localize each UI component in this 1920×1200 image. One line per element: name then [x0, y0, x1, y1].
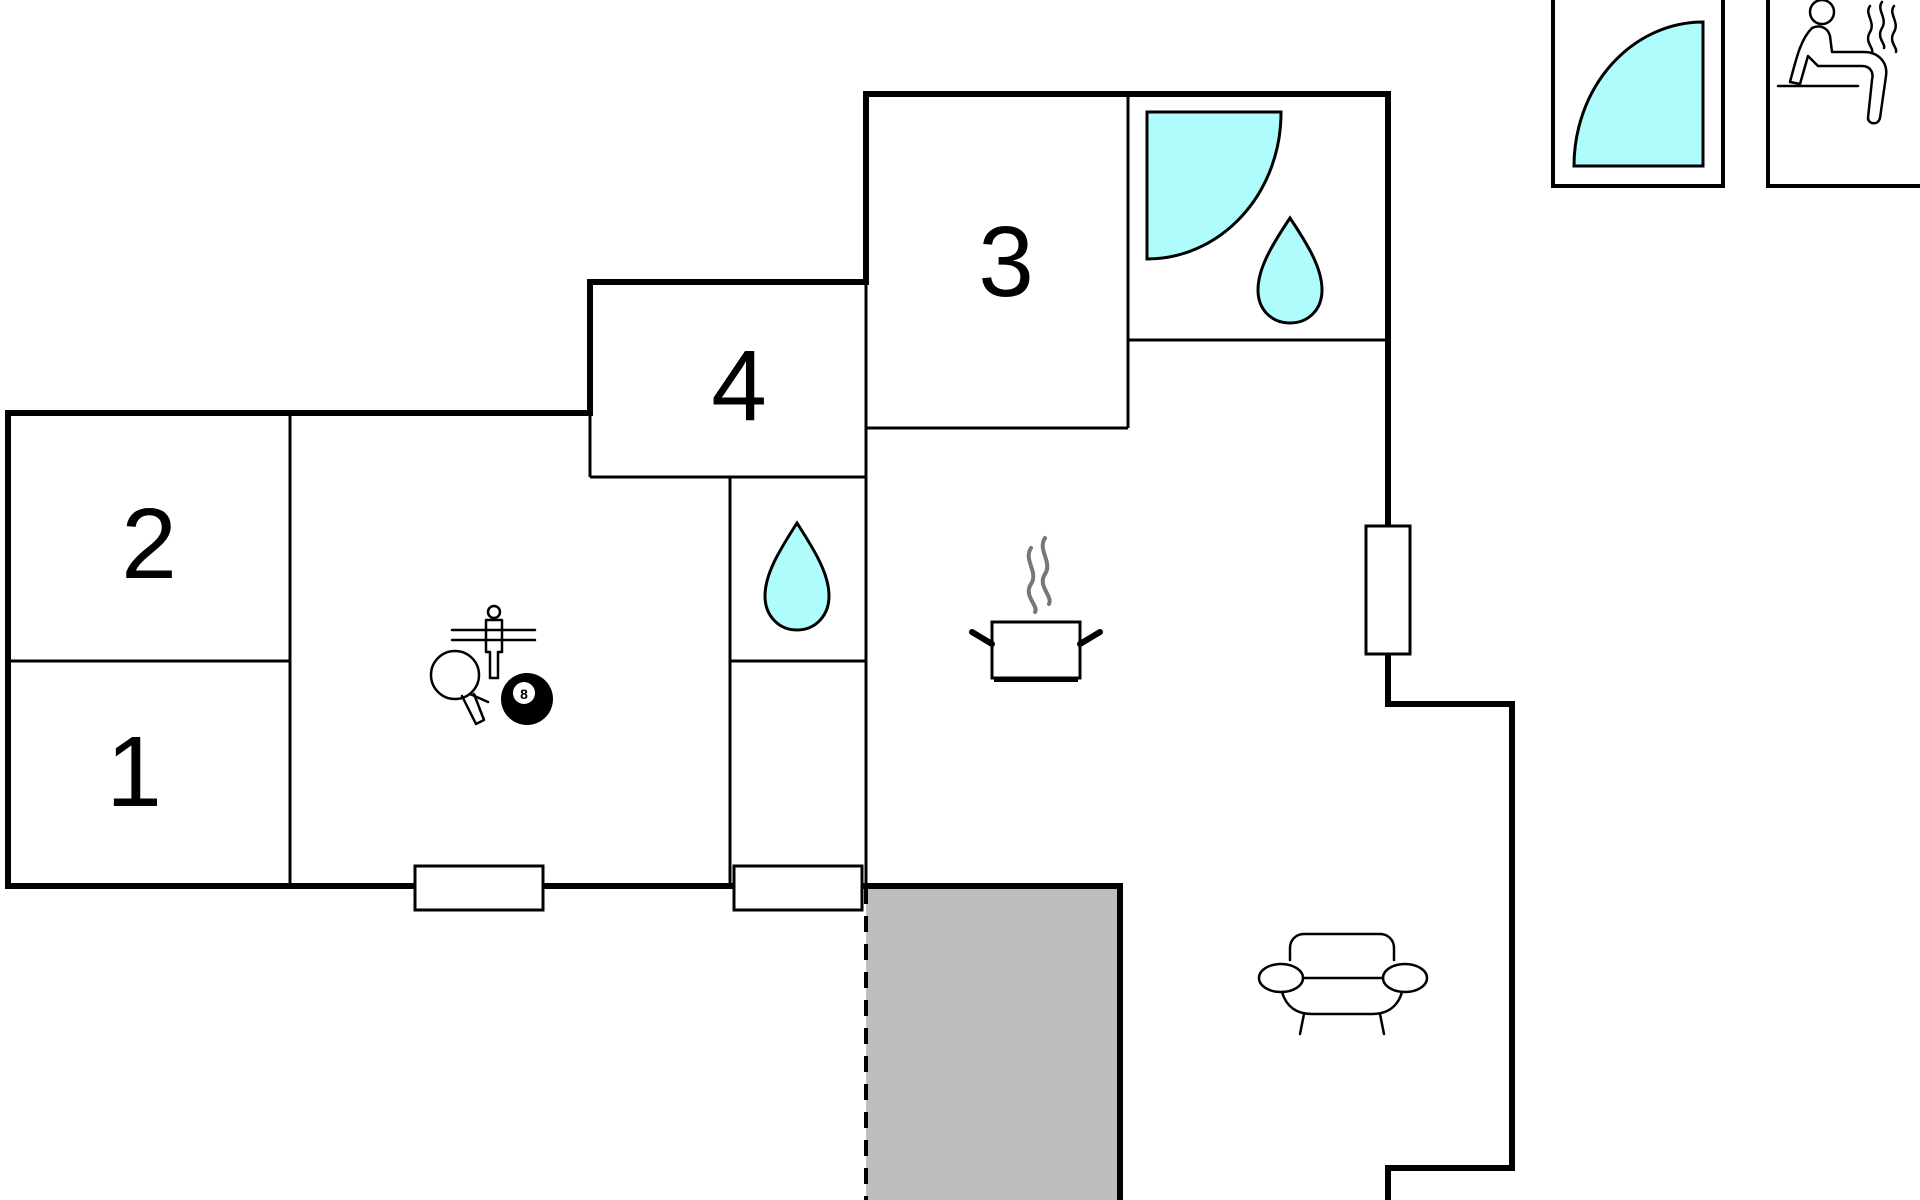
water-drop-icon: [1256, 215, 1324, 325]
cooking-pot-icon: [969, 536, 1103, 682]
room-number-3: 3: [978, 206, 1034, 318]
billiard-ball-number: 8: [520, 686, 528, 702]
outer-walls: [5, 91, 1515, 1200]
table-tennis-icon: [429, 649, 490, 726]
window-icon: [413, 864, 545, 912]
interior-walls: [8, 94, 1388, 886]
armchair-icon: [1257, 932, 1429, 1036]
room-number-4: 4: [711, 330, 767, 442]
window-icon: [1364, 524, 1412, 656]
room-number-2: 2: [121, 488, 177, 600]
room-number-1: 1: [106, 716, 162, 828]
legend-sauna-icon: [1766, 0, 1920, 188]
water-drop-icon: [763, 520, 831, 632]
legend-shower-icon: [1551, 0, 1725, 188]
table-football-icon: [450, 604, 537, 680]
window-icon: [732, 864, 864, 912]
terrace: [863, 883, 1123, 1200]
billiard-ball-icon: 8: [501, 673, 553, 725]
windows: [413, 524, 1412, 912]
shower-icon: [1145, 110, 1283, 261]
